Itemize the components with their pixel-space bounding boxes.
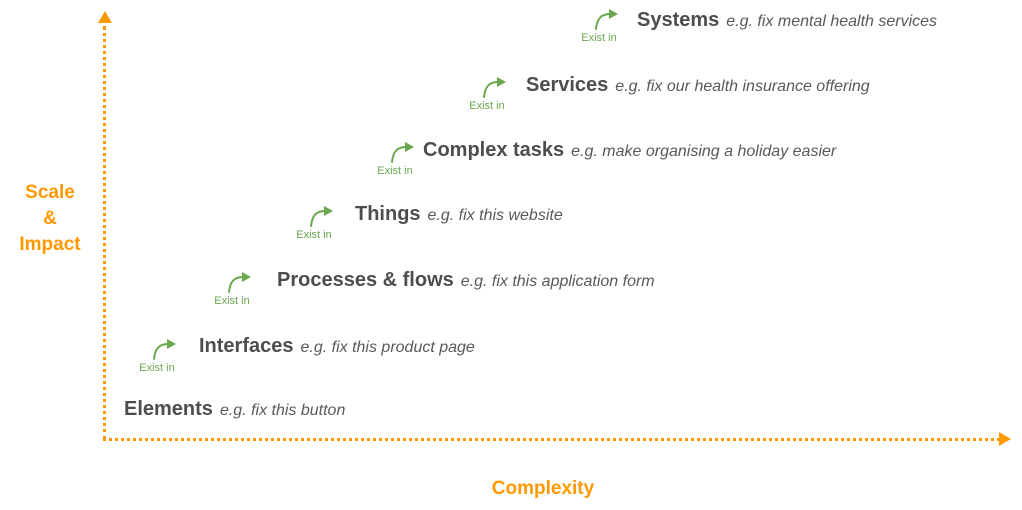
diagram-item-things: Things e.g. fix this website: [355, 203, 563, 226]
item-example: e.g. fix this button: [219, 402, 346, 419]
exist-in-marker: Exist in: [206, 272, 258, 307]
item-example: e.g. fix mental health services: [726, 13, 938, 30]
exist-in-label: Exist in: [139, 362, 175, 374]
y-axis-label-line: Scale: [25, 182, 75, 203]
curved-arrow-icon: [595, 9, 618, 30]
exist-in-label: Exist in: [296, 229, 332, 241]
y-axis-line: [103, 26, 106, 440]
item-example: e.g. fix our health insurance offering: [615, 78, 870, 95]
y-axis-label-line: &: [43, 208, 57, 229]
curved-arrow-icon: [228, 272, 251, 293]
curved-arrow-icon: [391, 142, 414, 163]
curved-arrow-icon: [153, 339, 176, 360]
item-example: e.g. make organising a holiday easier: [571, 143, 837, 160]
item-example: e.g. fix this product page: [300, 339, 475, 356]
exist-in-marker: Exist in: [369, 142, 421, 177]
item-title: Services: [526, 74, 609, 96]
item-title: Complex tasks: [423, 139, 565, 161]
y-axis-arrowhead-icon: [98, 11, 112, 23]
exist-in-label: Exist in: [214, 295, 250, 307]
item-title: Systems: [637, 9, 720, 31]
curved-arrow-icon: [310, 206, 333, 227]
exist-in-label: Exist in: [377, 165, 413, 177]
item-title: Interfaces: [199, 335, 294, 357]
curved-arrow-icon: [483, 77, 506, 98]
diagram-item-services: Services e.g. fix our health insurance of…: [526, 74, 870, 97]
exist-in-marker: Exist in: [131, 339, 183, 374]
item-example: e.g. fix this application form: [460, 273, 655, 290]
diagram-item-processes-flows: Processes & flows e.g. fix this applicati…: [277, 269, 655, 292]
diagram-item-systems: Systems e.g. fix mental health services: [637, 9, 937, 32]
item-title: Processes & flows: [277, 269, 454, 291]
item-title: Things: [355, 203, 421, 225]
y-axis-label-line: Impact: [19, 234, 81, 255]
exist-in-marker: Exist in: [573, 9, 625, 44]
x-axis-arrowhead-icon: [999, 432, 1011, 446]
x-axis-line: [103, 438, 1000, 441]
exist-in-label: Exist in: [469, 100, 505, 112]
item-example: e.g. fix this website: [427, 207, 563, 224]
item-title: Elements: [124, 398, 213, 420]
diagram-item-interfaces: Interfaces e.g. fix this product page: [199, 335, 475, 358]
y-axis-label: Scale & Impact: [0, 180, 100, 258]
exist-in-marker: Exist in: [461, 77, 513, 112]
diagram-item-elements: Elements e.g. fix this button: [124, 398, 345, 421]
diagram-item-complex-tasks: Complex tasks e.g. make organising a holi…: [423, 139, 836, 162]
x-axis-label: Complexity: [491, 478, 595, 499]
exist-in-label: Exist in: [581, 32, 617, 44]
exist-in-marker: Exist in: [288, 206, 340, 241]
